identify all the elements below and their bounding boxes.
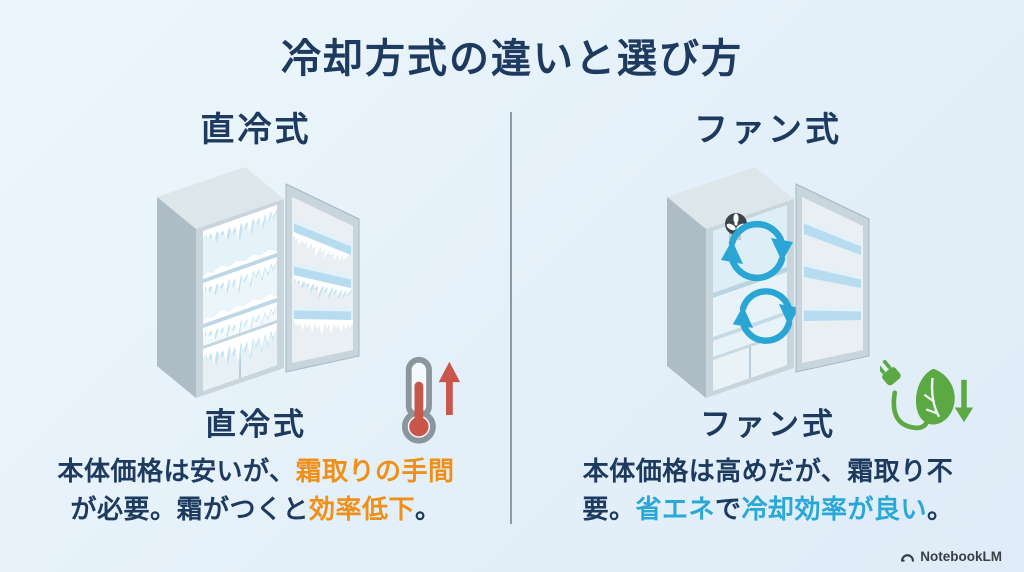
left-column-heading: 直冷式 [200, 111, 312, 149]
fan-refrigerator-illustration [656, 164, 906, 411]
description-segment-highlight: 効率低下 [308, 494, 415, 524]
description-segment: 本体価格は高めだが、霜取り不 [582, 456, 954, 486]
frost-refrigerator-illustration [146, 164, 396, 411]
right-column-heading: ファン式 [694, 111, 842, 149]
description-segment: が必要。霜がつくと [70, 494, 309, 524]
description-segment: 要。 [582, 494, 636, 524]
description-segment: 本体価格は安いが、 [57, 456, 296, 486]
left-description-line2: が必要。霜がつくと効率低下。 [16, 490, 496, 528]
description-segment: 。 [415, 494, 442, 524]
brand-label: NotebookLM [920, 549, 1002, 564]
description-segment-highlight: 冷却効率が良い [741, 494, 928, 524]
air-circulation-icon [721, 220, 793, 282]
notebooklm-logo-icon [901, 554, 915, 562]
eco-plug-leaf-down-icon [876, 359, 976, 449]
right-description: 本体価格は高めだが、霜取り不 要。省エネで冷却効率が良い。 [528, 452, 1008, 528]
page-title: 冷却方式の違いと選び方 [281, 37, 743, 81]
frost-refrigerator-svg [157, 167, 360, 398]
watermark: NotebookLM [900, 549, 1002, 564]
thermometer-up-icon [392, 355, 470, 452]
description-segment: 。 [927, 494, 954, 524]
left-description: 本体価格は安いが、霜取りの手間 が必要。霜がつくと効率低下。 [16, 452, 496, 528]
left-description-line1: 本体価格は安いが、霜取りの手間 [16, 452, 496, 490]
right-subtitle: ファン式 [700, 407, 836, 442]
description-segment: で [714, 494, 742, 524]
left-subtitle: 直冷式 [205, 407, 307, 442]
right-description-line2: 要。省エネで冷却効率が良い。 [528, 490, 1008, 528]
air-circulation-icon [732, 288, 800, 344]
fan-refrigerator-svg [667, 167, 870, 398]
description-segment-highlight: 省エネ [635, 494, 715, 524]
right-description-line1: 本体価格は高めだが、霜取り不 [528, 452, 1008, 490]
description-segment-highlight: 霜取りの手間 [295, 456, 455, 486]
column-divider [510, 112, 512, 524]
